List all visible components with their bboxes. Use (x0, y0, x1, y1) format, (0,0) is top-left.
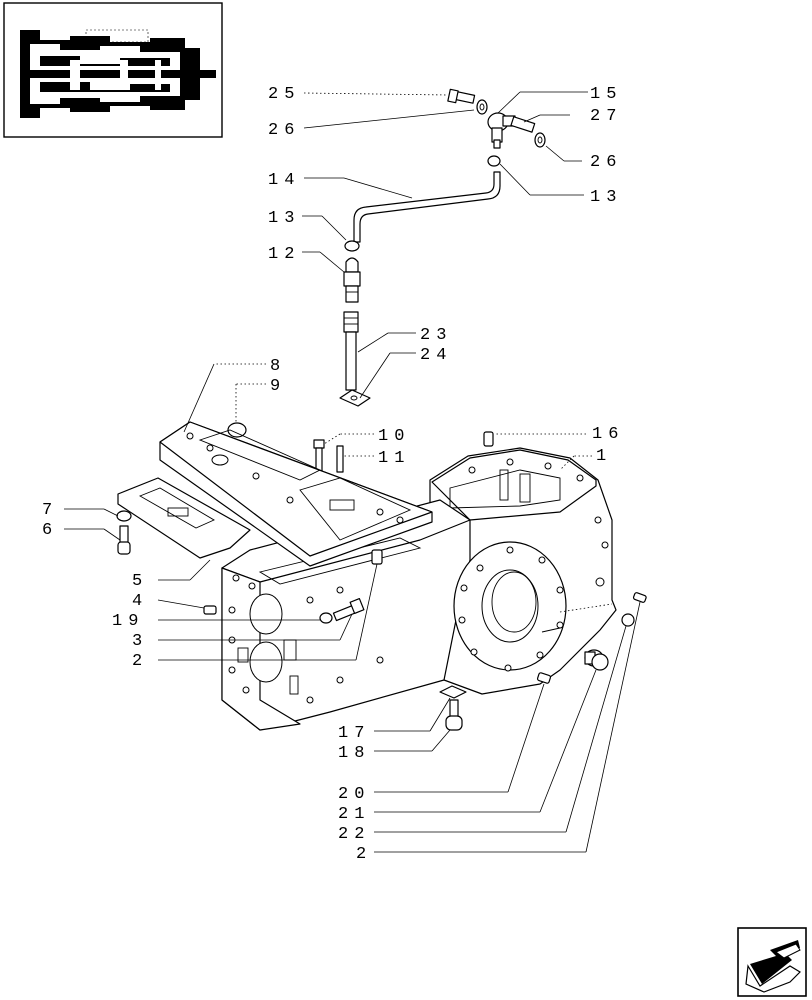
part-14-pipe (353, 171, 501, 243)
callout-16: 16 (592, 425, 624, 444)
transmission-section-thumbnail-icon (3, 2, 223, 138)
part-26-washer (476, 99, 488, 115)
part-24-flange (339, 389, 371, 407)
part-2-dowel (371, 549, 383, 565)
part-23-pipe (343, 311, 359, 391)
callout-14: 14 (268, 171, 300, 190)
callout-11: 11 (378, 449, 410, 468)
part-7-washer (116, 510, 132, 522)
callout-8: 8 (270, 357, 286, 376)
part-13-nut (487, 155, 501, 167)
callout-15: 15 (590, 85, 622, 104)
callout-6: 6 (42, 521, 58, 540)
callout-25: 25 (268, 85, 300, 104)
part-13-nut-lower (344, 240, 360, 252)
part-17-washer (439, 685, 467, 699)
callout-24: 24 (420, 346, 452, 365)
part-9-plug (227, 422, 247, 438)
next-page-arrow-icon[interactable] (737, 927, 807, 997)
part-15-banjo-fitting (487, 112, 516, 149)
part-27-tube (510, 116, 536, 133)
callout-4: 4 (132, 592, 148, 611)
part-25-bolt (447, 88, 476, 104)
callout-23: 23 (420, 326, 452, 345)
part-20-dowel (536, 672, 552, 684)
part-26-washer-right (534, 132, 546, 148)
leader-lines (64, 91, 641, 853)
part-18-drain-plug (445, 699, 463, 731)
callout-labels: 25 26 15 27 26 14 13 13 12 23 24 8 9 10 … (42, 85, 624, 864)
callout-5: 5 (132, 572, 148, 591)
callout-7: 7 (42, 501, 58, 520)
callout-1: 1 (596, 447, 612, 466)
callout-12: 12 (268, 245, 300, 264)
part-22-plug (621, 613, 635, 627)
part-16-dowel (483, 431, 494, 447)
callout-20: 20 (338, 785, 370, 804)
callout-9: 9 (270, 377, 286, 396)
part-4-dowel (203, 605, 217, 615)
part-8-top-cover (159, 421, 433, 567)
callout-2: 2 (132, 652, 148, 671)
callout-21: 21 (338, 805, 370, 824)
callout-26: 26 (268, 121, 300, 140)
callout-3: 3 (132, 632, 148, 651)
part-2-dowel-right (632, 592, 647, 603)
callout-17: 17 (338, 724, 370, 743)
part-3-bolt (332, 597, 365, 622)
callout-27: 27 (590, 107, 622, 126)
callout-19: 19 (112, 612, 144, 631)
callout-2-bottom: 2 (356, 845, 372, 864)
part-6-bolt (117, 525, 131, 555)
part-12-fitting (343, 257, 361, 303)
callout-22: 22 (338, 825, 370, 844)
part-21-plug (584, 649, 609, 671)
callout-13-lower: 13 (268, 209, 300, 228)
callout-18: 18 (338, 744, 370, 763)
part-11-stud (336, 445, 344, 473)
part-5-gasket-plate (117, 477, 251, 559)
callout-13: 13 (590, 188, 622, 207)
callout-10: 10 (378, 427, 410, 446)
part-19-washer (319, 612, 333, 624)
callout-26-right: 26 (590, 153, 622, 172)
